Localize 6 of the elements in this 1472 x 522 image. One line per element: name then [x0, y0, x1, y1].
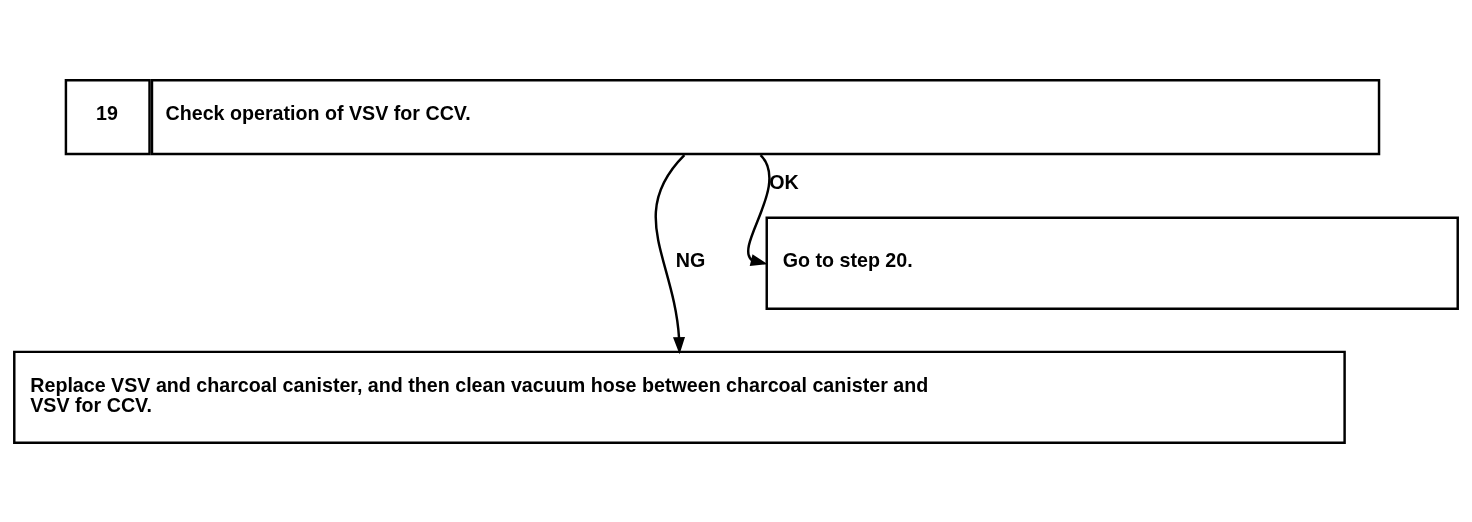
node-box: Replace VSV and charcoal canister, and then clean vacuum hose between charcoal canister and VSV for CCV.: [13, 350, 1346, 444]
edge-label: NG: [675, 248, 706, 271]
arrow: [654, 153, 686, 354]
arrow: [747, 153, 771, 266]
edge-label: OK: [769, 170, 799, 193]
node-box: Go to step 20.: [765, 216, 1459, 310]
